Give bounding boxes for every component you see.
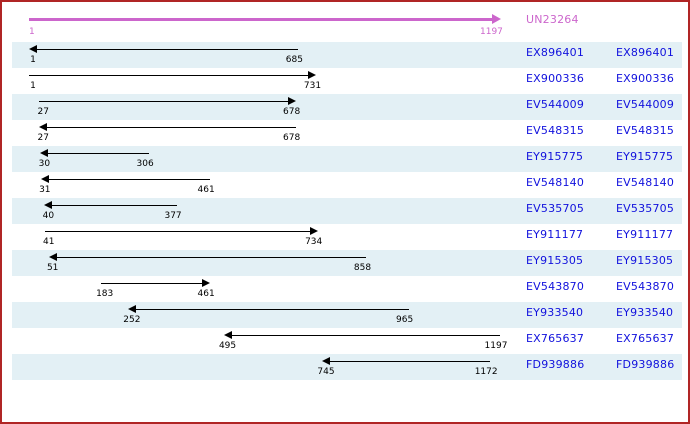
hit-end-position: 734 bbox=[305, 237, 323, 247]
hit-alignment-bar bbox=[29, 75, 309, 76]
hit-arrowhead-right-icon bbox=[202, 279, 211, 287]
query-end-position: 1197 bbox=[480, 27, 503, 37]
hit-alignment-bar bbox=[56, 257, 367, 258]
hit-start-position: 745 bbox=[317, 367, 335, 377]
hit-accession-link-col2[interactable]: EY915775 bbox=[616, 150, 674, 163]
table-row[interactable]: 183 461 EV543870 EV543870 bbox=[2, 276, 688, 302]
hit-start-position: 252 bbox=[123, 315, 141, 325]
hit-accession-link-col2[interactable]: EX900336 bbox=[616, 72, 675, 85]
hit-arrowhead-left-icon bbox=[223, 331, 232, 339]
hit-accession-link-col1[interactable]: EV544009 bbox=[526, 98, 585, 111]
hit-arrowhead-left-icon bbox=[127, 305, 136, 313]
hit-end-position: 678 bbox=[283, 107, 301, 117]
table-row[interactable]: 41 734 EY911177 EY911177 bbox=[2, 224, 688, 250]
hit-accession-link-col2[interactable]: EV535705 bbox=[616, 202, 675, 215]
hit-accession-link-col2[interactable]: EX896401 bbox=[616, 46, 675, 59]
table-row[interactable]: 745 1172 FD939886 FD939886 bbox=[2, 354, 688, 380]
hit-alignment-bar bbox=[231, 335, 500, 336]
hit-accession-link-col1[interactable]: FD939886 bbox=[526, 358, 585, 371]
hit-arrowhead-left-icon bbox=[321, 357, 330, 365]
hit-accession-link-col2[interactable]: EX765637 bbox=[616, 332, 675, 345]
hit-accession-link-col2[interactable]: EV548315 bbox=[616, 124, 675, 137]
hit-alignment-bar bbox=[37, 49, 299, 50]
hit-alignment-bar bbox=[48, 153, 150, 154]
table-row[interactable]: 40 377 EV535705 EV535705 bbox=[2, 198, 688, 224]
table-row[interactable]: 27 678 EV548315 EV548315 bbox=[2, 120, 688, 146]
hit-alignment-bar bbox=[52, 205, 178, 206]
hit-alignment-bar bbox=[329, 361, 491, 362]
table-row[interactable]: 51 858 EY915305 EY915305 bbox=[2, 250, 688, 276]
hit-accession-link-col1[interactable]: EX896401 bbox=[526, 46, 585, 59]
hit-start-position: 27 bbox=[37, 133, 49, 143]
hit-arrowhead-right-icon bbox=[308, 71, 317, 79]
hit-arrowhead-left-icon bbox=[40, 149, 49, 157]
hit-end-position: 377 bbox=[164, 211, 182, 221]
hit-arrowhead-right-icon bbox=[287, 97, 296, 105]
hit-start-position: 1 bbox=[30, 81, 36, 91]
hit-alignment-bar bbox=[44, 231, 310, 232]
table-row[interactable]: 495 1197 EX765637 EX765637 bbox=[2, 328, 688, 354]
hit-accession-link-col1[interactable]: EY933540 bbox=[526, 306, 584, 319]
hit-accession-link-col1[interactable]: EX765637 bbox=[526, 332, 585, 345]
query-start-position: 1 bbox=[29, 27, 35, 37]
table-row[interactable]: 27 678 EV544009 EV544009 bbox=[2, 94, 688, 120]
table-row[interactable]: 30 306 EY915775 EY915775 bbox=[2, 146, 688, 172]
hit-alignment-bar bbox=[48, 179, 211, 180]
hit-accession-link-col1[interactable]: EV543870 bbox=[526, 280, 585, 293]
hit-end-position: 685 bbox=[285, 55, 303, 65]
query-arrow-line bbox=[29, 18, 492, 21]
hit-arrowhead-left-icon bbox=[39, 123, 48, 131]
hit-accession-link-col2[interactable]: EY915305 bbox=[616, 254, 674, 267]
hit-alignment-bar bbox=[47, 127, 296, 128]
hit-accession-link-col2[interactable]: EV544009 bbox=[616, 98, 675, 111]
hit-accession-link-col1[interactable]: EY911177 bbox=[526, 228, 584, 241]
hit-end-position: 461 bbox=[197, 289, 215, 299]
hit-end-position: 1197 bbox=[484, 341, 508, 351]
hit-end-position: 306 bbox=[136, 159, 154, 169]
hit-accession-link-col2[interactable]: EV543870 bbox=[616, 280, 675, 293]
hit-accession-link-col2[interactable]: EY933540 bbox=[616, 306, 674, 319]
hit-end-position: 678 bbox=[283, 133, 301, 143]
hit-start-position: 1 bbox=[30, 55, 36, 65]
hit-accession-link-col1[interactable]: EY915775 bbox=[526, 150, 584, 163]
hit-end-position: 965 bbox=[396, 315, 414, 325]
hit-alignment-bar bbox=[135, 309, 409, 310]
query-label: UN23264 bbox=[526, 13, 579, 26]
hit-accession-link-col2[interactable]: FD939886 bbox=[616, 358, 675, 371]
table-row[interactable]: 31 461 EV548140 EV548140 bbox=[2, 172, 688, 198]
hit-accession-link-col1[interactable]: EY915305 bbox=[526, 254, 584, 267]
hit-end-position: 1172 bbox=[474, 367, 498, 377]
hit-start-position: 30 bbox=[38, 159, 51, 169]
hit-arrowhead-left-icon bbox=[40, 175, 49, 183]
hit-start-position: 495 bbox=[218, 341, 237, 351]
hit-start-position: 31 bbox=[39, 185, 51, 195]
hit-arrowhead-left-icon bbox=[48, 253, 57, 261]
query-track: UN23264 1 1197 bbox=[2, 10, 688, 40]
hit-start-position: 51 bbox=[46, 263, 59, 273]
hit-alignment-bar bbox=[39, 101, 288, 102]
hit-accession-link-col1[interactable]: EX900336 bbox=[526, 72, 585, 85]
query-arrowhead-right-icon bbox=[492, 14, 501, 24]
hit-end-position: 858 bbox=[353, 263, 372, 273]
hit-rows: 1 685 EX896401 EX896401 1 731 EX900336 EX900336… bbox=[2, 42, 688, 380]
hit-start-position: 40 bbox=[42, 211, 55, 221]
hit-arrowhead-left-icon bbox=[44, 201, 53, 209]
hit-arrowhead-right-icon bbox=[309, 227, 318, 235]
hit-end-position: 731 bbox=[303, 81, 322, 91]
hit-start-position: 183 bbox=[96, 289, 114, 299]
hit-start-position: 27 bbox=[37, 107, 49, 117]
table-row[interactable]: 1 685 EX896401 EX896401 bbox=[2, 42, 688, 68]
hit-accession-link-col1[interactable]: EV548315 bbox=[526, 124, 585, 137]
hit-end-position: 461 bbox=[197, 185, 215, 195]
hit-arrowhead-left-icon bbox=[29, 45, 37, 53]
hit-accession-link-col2[interactable]: EY911177 bbox=[616, 228, 674, 241]
table-row[interactable]: 1 731 EX900336 EX900336 bbox=[2, 68, 688, 94]
hit-accession-link-col1[interactable]: EV535705 bbox=[526, 202, 585, 215]
hit-accession-link-col1[interactable]: EV548140 bbox=[526, 176, 585, 189]
table-row[interactable]: 252 965 EY933540 EY933540 bbox=[2, 302, 688, 328]
hit-accession-link-col2[interactable]: EV548140 bbox=[616, 176, 675, 189]
hit-alignment-bar bbox=[100, 283, 203, 284]
hit-start-position: 41 bbox=[43, 237, 55, 247]
